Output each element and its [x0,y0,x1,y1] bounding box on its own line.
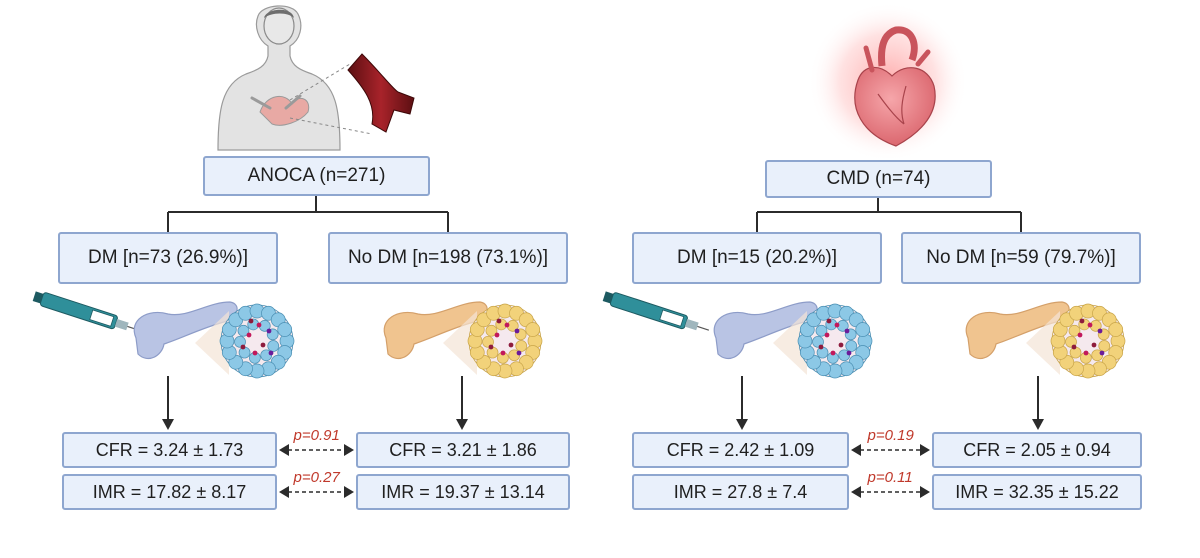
no-dm-group-box: No DM [n=59 (79.7%)] [901,232,1141,284]
heart-icon [808,2,968,162]
islet-cells-icon [195,303,295,379]
arrow-down [162,376,174,430]
arrow-down [456,376,468,430]
cfr-box: CFR = 2.05 ± 0.94 [932,432,1142,468]
islet-cells-icon [773,303,873,379]
blood-vessel-icon [347,53,415,133]
islet-cells-icon [1026,303,1126,379]
p-value-imr: p=0.11 [867,469,913,486]
human-torso-icon [217,5,373,151]
islet-cells-icon [443,303,543,379]
dm-group-box: DM [n=73 (26.9%)] [58,232,278,284]
tree-connector [167,196,449,232]
cfr-box: CFR = 3.21 ± 1.86 [356,432,570,468]
comparison-link [279,486,354,498]
dm-group-box: DM [n=15 (20.2%)] [632,232,882,284]
comparison-link [851,444,930,456]
comparison-link [279,444,354,456]
comparison-link [851,486,930,498]
cfr-box: CFR = 2.42 ± 1.09 [632,432,849,468]
insulin-pen-icon [602,291,710,331]
root-box: CMD (n=74) [765,160,992,198]
imr-box: IMR = 32.35 ± 15.22 [932,474,1142,510]
arrow-down [736,376,748,430]
cfr-box: CFR = 3.24 ± 1.73 [62,432,277,468]
root-box: ANOCA (n=271) [203,156,430,196]
no-dm-group-box: No DM [n=198 (73.1%)] [328,232,568,284]
tree-connector [756,198,1022,232]
p-value-cfr: p=0.19 [867,427,914,444]
imr-box: IMR = 17.82 ± 8.17 [62,474,277,510]
imr-box: IMR = 19.37 ± 13.14 [356,474,570,510]
arrow-down [1032,376,1044,430]
insulin-pen-icon [32,291,140,331]
imr-box: IMR = 27.8 ± 7.4 [632,474,849,510]
p-value-imr: p=0.27 [293,469,340,486]
p-value-cfr: p=0.91 [293,427,340,444]
